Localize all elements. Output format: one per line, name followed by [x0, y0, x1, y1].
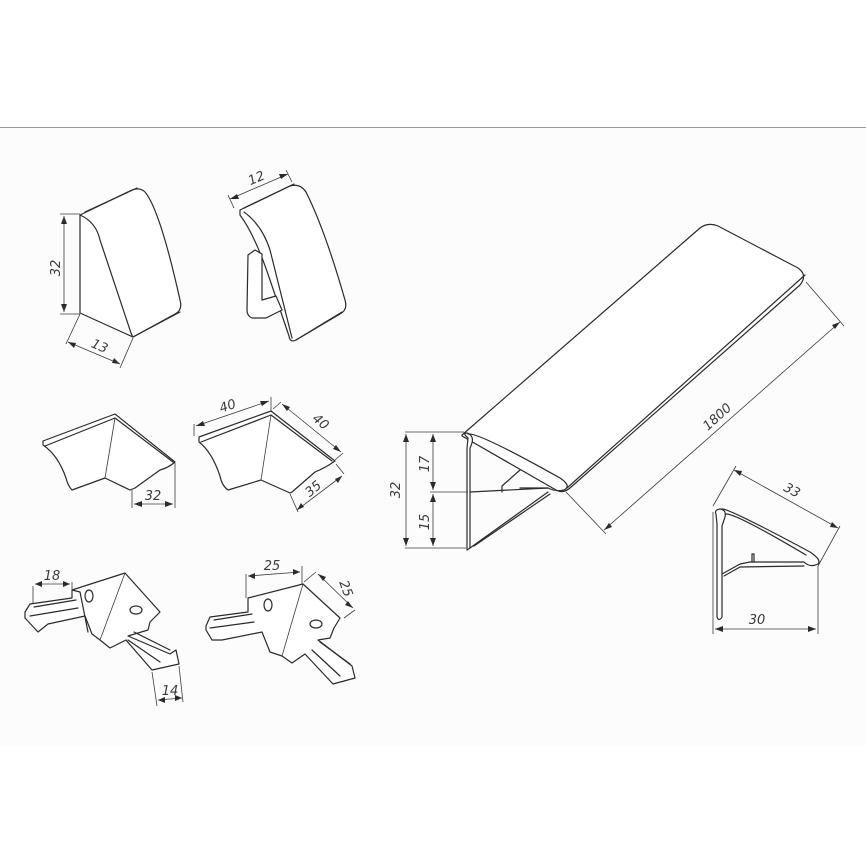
outer-corner-depth-label: 35	[303, 478, 325, 500]
outer-corner-leg-b-label: 40	[309, 411, 331, 433]
end-cap-side-drawing: 12	[227, 169, 347, 342]
inner-corner-width-label: 32	[145, 489, 162, 504]
profile-section-base-label: 30	[749, 613, 766, 628]
profile-drawing: 32 17 15 1800	[389, 223, 845, 551]
connector-inner-width-label: 14	[162, 684, 179, 699]
connector-outer-leg-b-label: 25	[335, 578, 355, 599]
profile-height-total-label: 32	[389, 482, 404, 499]
connector-outer-leg-a-label: 25	[264, 559, 281, 574]
outer-corner-leg-a-label: 40	[218, 397, 239, 417]
profile-length-label: 1800	[700, 401, 735, 434]
connector-inner-drawing: 18 14	[24, 569, 184, 707]
profile-height-upper-label: 17	[418, 455, 433, 472]
profile-section-drawing: 33 30	[712, 465, 841, 634]
profile-height-lower-label: 15	[418, 514, 433, 531]
connector-inner-leg-label: 18	[44, 569, 61, 584]
inner-corner-drawing: 32	[42, 413, 176, 508]
end-cap-drawing: 32 13	[49, 187, 182, 369]
bottom-margin	[0, 746, 866, 866]
end-cap-depth-label: 13	[89, 337, 110, 357]
end-cap-side-width-label: 12	[246, 169, 267, 189]
header-divider	[0, 127, 866, 128]
top-margin	[0, 0, 866, 127]
end-cap-height-label: 32	[49, 260, 64, 277]
connector-outer-drawing: 25 25	[205, 559, 356, 685]
profile-section-slope-label: 33	[781, 480, 803, 501]
outer-corner-drawing: 40 40 35	[193, 397, 345, 513]
